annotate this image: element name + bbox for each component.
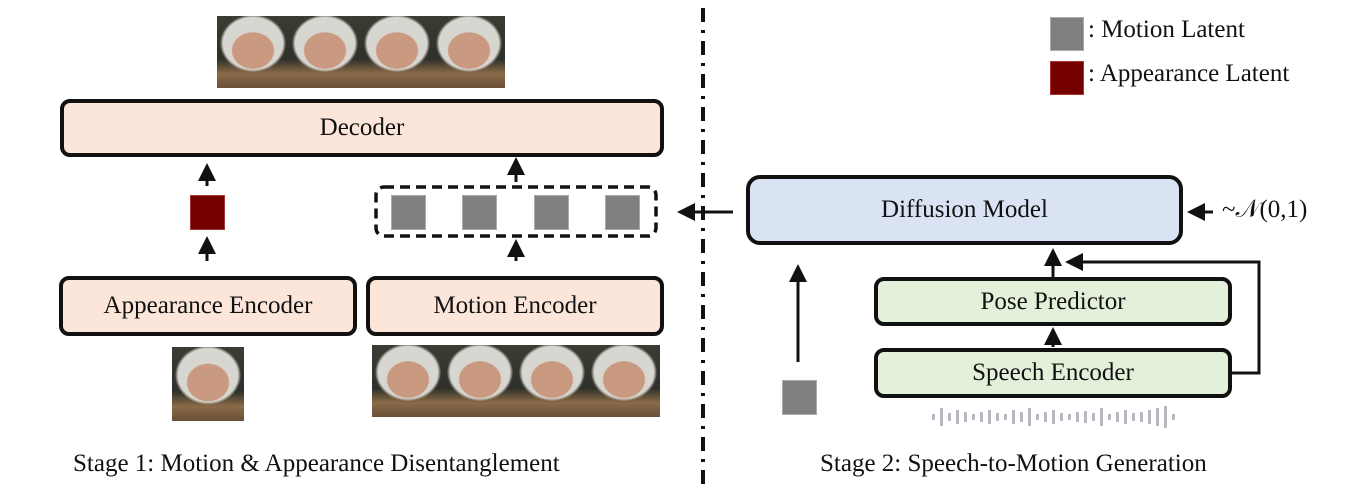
motion-encoder-box: Motion Encoder: [366, 276, 664, 336]
waveform-bar: [1068, 414, 1071, 420]
arrow-speech-skip-to-diffusion: [1065, 253, 1261, 375]
appearance-encoder-label: Appearance Encoder: [103, 292, 313, 319]
appearance-encoder-box: Appearance Encoder: [59, 276, 357, 336]
waveform-bar: [964, 412, 967, 422]
waveform-bar: [1148, 410, 1151, 424]
legend-motion-latent-icon: [1050, 17, 1084, 51]
waveform-bar: [1036, 414, 1039, 420]
waveform-bar: [1124, 410, 1127, 424]
gaussian-noise-label: ~𝒩(0,1): [1222, 196, 1308, 223]
waveform-bar: [948, 413, 951, 421]
pose-predictor-label: Pose Predictor: [980, 287, 1126, 315]
waveform-bar: [940, 408, 943, 426]
waveform-bar: [1028, 408, 1031, 426]
waveform-bar: [956, 410, 959, 424]
waveform-bar: [1140, 412, 1143, 422]
waveform-bar: [1076, 412, 1079, 422]
output-frame: [433, 16, 505, 88]
motion-latent: [605, 195, 640, 230]
waveform-bar: [996, 413, 999, 421]
waveform-bar: [1044, 412, 1047, 422]
motion-latent: [391, 195, 426, 230]
motion-input-frame: [516, 345, 588, 417]
pose-predictor-box: Pose Predictor: [874, 277, 1232, 326]
output-frame: [217, 16, 289, 88]
legend-appearance-latent-label: : Appearance Latent: [1088, 60, 1290, 87]
motion-encoder-label: Motion Encoder: [433, 292, 597, 319]
diffusion-model-box: Diffusion Model: [746, 175, 1183, 245]
motion-latent: [462, 195, 497, 230]
stage2-caption: Stage 2: Speech-to-Motion Generation: [820, 450, 1207, 477]
legend-motion-latent-label: : Motion Latent: [1088, 16, 1245, 43]
speech-encoder-box: Speech Encoder: [874, 348, 1232, 398]
waveform-bar: [980, 412, 983, 422]
waveform-bar: [1164, 406, 1167, 428]
output-frame: [289, 16, 361, 88]
output-frame: [361, 16, 433, 88]
waveform-bar: [972, 414, 975, 420]
waveform-bar: [1108, 414, 1111, 420]
appearance-latent: [190, 195, 225, 230]
waveform-bar: [1052, 410, 1055, 424]
stage1-caption: Stage 1: Motion & Appearance Disentangle…: [73, 450, 560, 477]
waveform-bar: [1156, 408, 1159, 426]
initial-motion-latent: [782, 380, 817, 415]
waveform-bar: [988, 410, 991, 424]
waveform-bar: [1004, 414, 1007, 420]
motion-input-frame: [588, 345, 660, 417]
waveform-bar: [1012, 410, 1015, 424]
motion-input-frame: [372, 345, 444, 417]
waveform-bar: [1060, 413, 1063, 421]
appearance-input-frame: [172, 347, 244, 421]
waveform-bar: [932, 414, 935, 420]
speech-encoder-label: Speech Encoder: [972, 359, 1134, 386]
waveform-bar: [1132, 413, 1135, 421]
decoder-label: Decoder: [319, 114, 405, 141]
motion-input-frame: [444, 345, 516, 417]
motion-latent-group-border: [374, 185, 658, 238]
waveform-bar: [1020, 412, 1023, 422]
waveform-bar: [1084, 411, 1087, 423]
speech-waveform-icon: [932, 406, 1175, 428]
waveform-bar: [1172, 414, 1175, 420]
decoder-box: Decoder: [60, 99, 664, 157]
waveform-bar: [1092, 413, 1095, 421]
legend-appearance-latent-icon: [1050, 61, 1084, 95]
waveform-bar: [1100, 408, 1103, 426]
motion-latent: [534, 195, 569, 230]
waveform-bar: [1116, 412, 1119, 422]
diffusion-model-label: Diffusion Model: [881, 196, 1048, 223]
